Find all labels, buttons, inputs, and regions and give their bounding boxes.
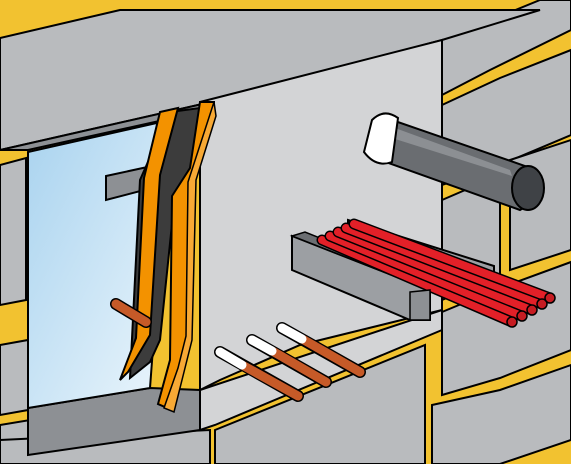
wall-block (0, 156, 27, 307)
orange-fire-frame (119, 101, 217, 414)
pipe-highlight (392, 128, 512, 176)
tray-end (409, 289, 431, 321)
wall-block (431, 363, 571, 464)
pipe-end-cap (511, 165, 545, 211)
frame-strip-outer (163, 101, 217, 414)
pipe-white-sleeve (362, 112, 400, 165)
copper-cables (214, 322, 366, 402)
red-cable-bundle (316, 218, 556, 328)
copper-cable-in-opening (110, 298, 152, 328)
frame-strip-left (119, 106, 180, 381)
gray-pipe (362, 112, 545, 212)
wall-block (0, 338, 29, 417)
